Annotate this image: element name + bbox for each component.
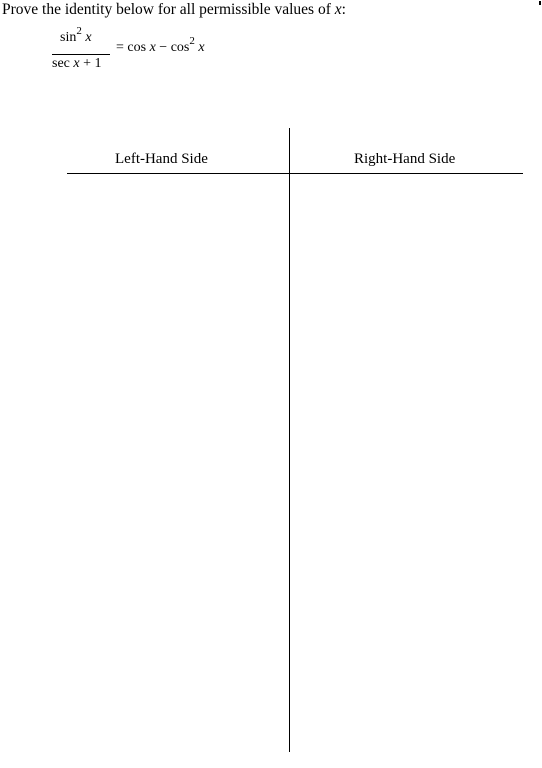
prompt-colon: : xyxy=(341,1,346,18)
left-hand-side-header: Left-Hand Side xyxy=(115,151,208,167)
numerator-func: sin xyxy=(60,30,77,45)
t-chart-horizontal-line xyxy=(67,173,523,174)
rhs-variable-2: x xyxy=(198,40,205,55)
fraction-numerator: sin2 x xyxy=(60,25,92,46)
t-chart-vertical-line xyxy=(289,128,290,752)
numerator-variable: x xyxy=(85,30,92,45)
denominator-func: sec xyxy=(52,56,70,71)
denominator-variable: x xyxy=(73,56,80,71)
fraction-bar xyxy=(52,54,110,55)
edge-mark xyxy=(539,1,541,5)
rhs-func-2: cos xyxy=(170,40,190,55)
prompt-variable: x xyxy=(334,1,342,18)
rhs-func-1: cos xyxy=(127,40,147,55)
equals-sign: = xyxy=(116,40,128,55)
problem-prompt: Prove the identity below for all permiss… xyxy=(2,1,346,19)
identity-right-side: = cos x − cos2 x xyxy=(116,35,205,56)
rhs-exponent-2: 2 xyxy=(189,35,195,47)
rhs-variable-1: x xyxy=(149,40,156,55)
trig-identity: sin2 x sec x + 1 = cos x − cos2 x xyxy=(52,25,312,80)
rhs-minus: − xyxy=(155,40,171,55)
prompt-text: Prove the identity below for all permiss… xyxy=(2,1,335,18)
numerator-exponent: 2 xyxy=(76,25,82,37)
right-hand-side-header: Right-Hand Side xyxy=(354,151,456,167)
denominator-rest: + 1 xyxy=(79,56,102,71)
fraction-denominator: sec x + 1 xyxy=(52,56,102,72)
